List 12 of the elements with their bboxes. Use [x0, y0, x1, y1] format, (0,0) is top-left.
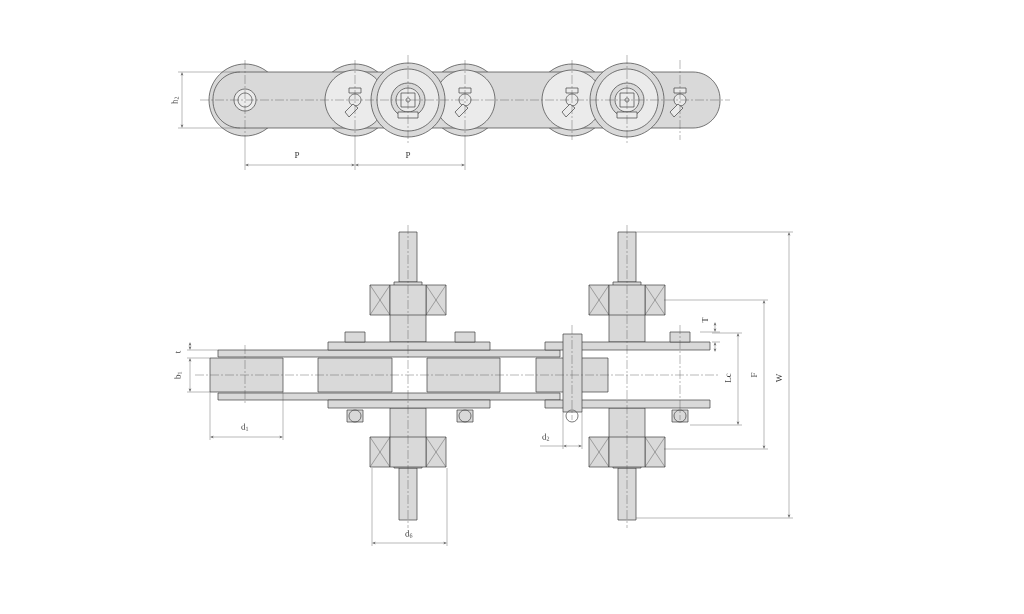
dimension-label: t	[175, 350, 181, 354]
dimension-label: P	[405, 152, 411, 158]
dimension-label: b$_{1}$	[174, 371, 182, 379]
dimension-label: T	[702, 317, 708, 323]
dimension-label: W	[776, 373, 783, 383]
dimension-label: d$_{6}$	[405, 530, 413, 538]
dimension-label: P	[294, 152, 300, 158]
dimension-label: h$_{2}$	[171, 96, 179, 104]
dimension-label: d$_{1}$	[241, 423, 249, 431]
dimension-label: F	[751, 372, 757, 378]
dimension-label: d$_{2}$	[542, 433, 550, 441]
dimension-label: Lc	[725, 373, 731, 383]
